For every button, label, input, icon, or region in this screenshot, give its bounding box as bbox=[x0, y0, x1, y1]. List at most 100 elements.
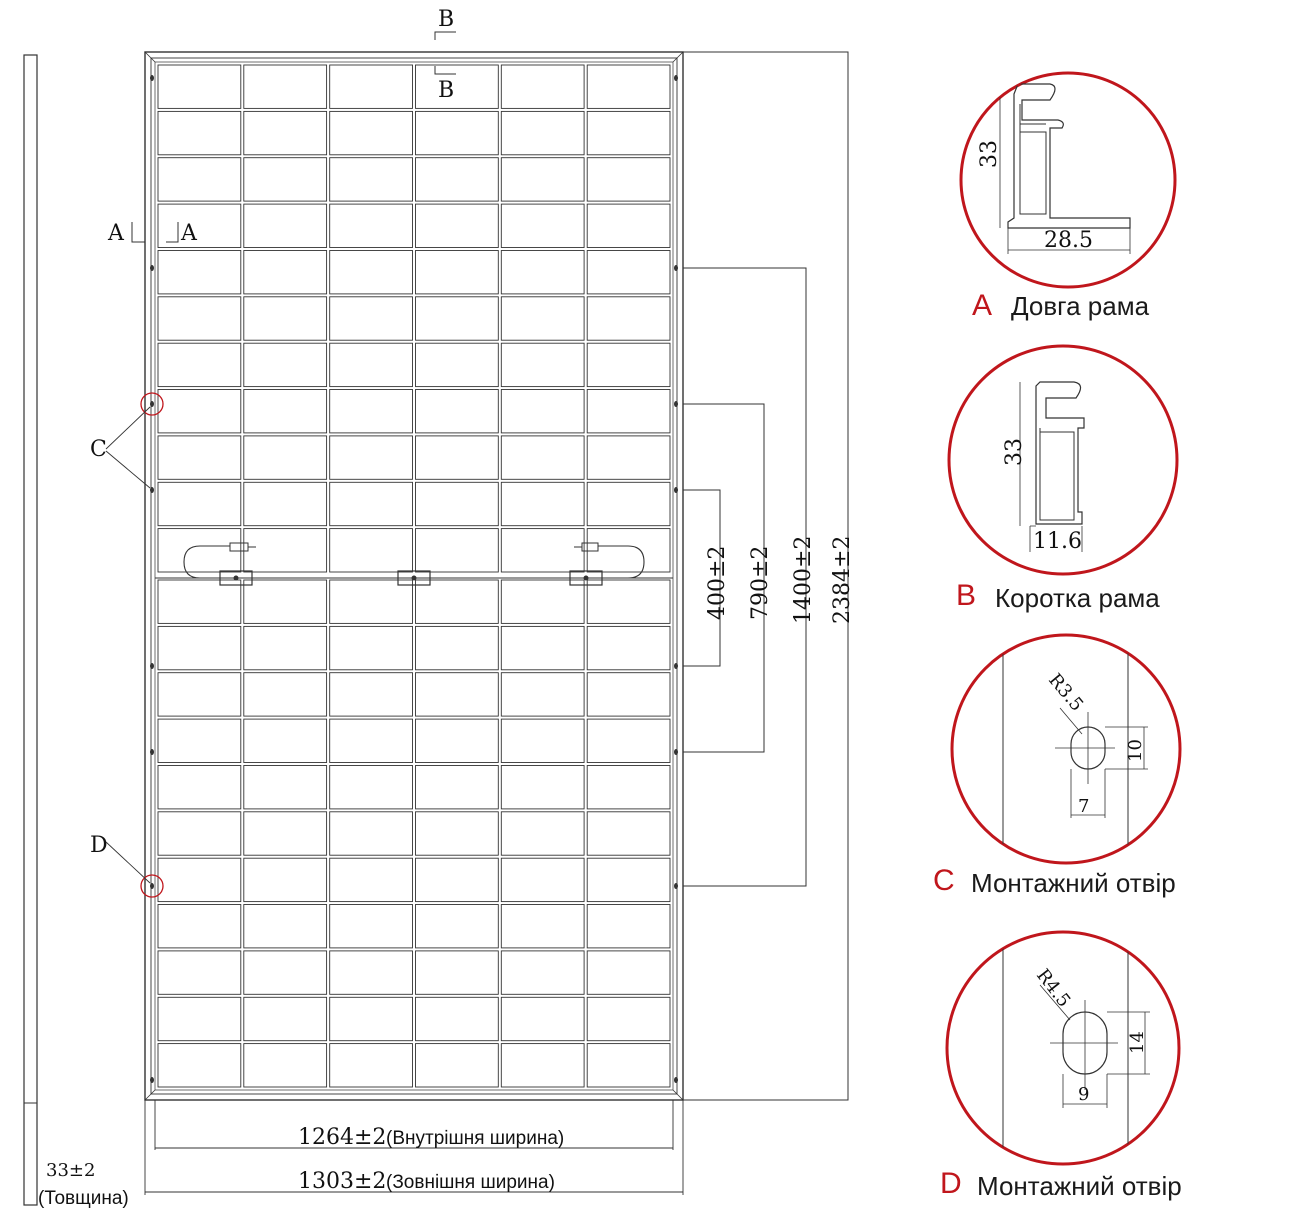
solar-cell bbox=[157, 904, 242, 949]
solar-cell bbox=[500, 342, 585, 388]
mounting-holes bbox=[150, 75, 678, 1083]
solar-cell bbox=[157, 342, 242, 388]
solar-cell bbox=[243, 64, 328, 109]
outer-width-value: 1303±2 bbox=[298, 1169, 386, 1194]
dim-400: 400±2 bbox=[705, 546, 730, 620]
solar-cell bbox=[415, 157, 499, 202]
solar-cell bbox=[586, 203, 671, 248]
solar-cell bbox=[415, 579, 499, 624]
solar-cell bbox=[500, 157, 585, 202]
solar-cell bbox=[586, 389, 671, 434]
detail-d: R4.5 14 9 D Монтажний отвір bbox=[940, 930, 1182, 1201]
solar-cell bbox=[415, 996, 499, 1042]
detail-a-caption: Довга рама bbox=[1011, 291, 1150, 321]
solar-cell bbox=[586, 950, 671, 995]
svg-text:B: B bbox=[438, 7, 454, 32]
solar-cell bbox=[243, 1043, 328, 1088]
frame-hole bbox=[674, 749, 678, 755]
solar-cell bbox=[243, 296, 328, 341]
solar-cell bbox=[586, 672, 671, 717]
section-b-marker: B B bbox=[434, 7, 456, 103]
solar-cell bbox=[586, 811, 671, 856]
frame-hole bbox=[150, 75, 154, 81]
solar-cell bbox=[157, 64, 242, 109]
solar-cell bbox=[500, 203, 585, 248]
svg-text:33: 33 bbox=[1002, 438, 1027, 466]
solar-cell bbox=[243, 765, 328, 810]
detail-a: 33 28.5 A Довга рама bbox=[959, 71, 1177, 322]
frame-hole bbox=[674, 487, 678, 493]
callout-d: D bbox=[90, 833, 151, 884]
solar-cell bbox=[157, 528, 242, 573]
solar-cell bbox=[415, 481, 499, 527]
solar-cell bbox=[243, 250, 328, 295]
solar-cell bbox=[157, 389, 242, 434]
solar-cell bbox=[157, 579, 242, 624]
solar-cell bbox=[243, 481, 328, 527]
solar-cell bbox=[586, 765, 671, 810]
cable-left bbox=[183, 545, 230, 579]
solar-cell bbox=[243, 157, 328, 202]
solar-cell bbox=[157, 157, 242, 202]
solar-cell bbox=[157, 1043, 242, 1088]
side-view bbox=[23, 54, 38, 1206]
detail-c-caption: Монтажний отвір bbox=[971, 868, 1176, 898]
solar-cell bbox=[329, 996, 413, 1042]
solar-cell bbox=[329, 110, 413, 156]
svg-text:11.6: 11.6 bbox=[1033, 529, 1082, 554]
solar-cell bbox=[415, 110, 499, 156]
solar-cell bbox=[329, 765, 413, 810]
solar-cell bbox=[415, 857, 499, 903]
solar-cell bbox=[329, 389, 413, 434]
solar-cell bbox=[500, 250, 585, 295]
solar-cell bbox=[415, 625, 499, 671]
solar-cell bbox=[157, 625, 242, 671]
frame-hole bbox=[674, 663, 678, 669]
solar-cell bbox=[329, 64, 413, 109]
inner-width-label: (Внутрішня ширина) bbox=[386, 1128, 564, 1149]
solar-cell bbox=[157, 435, 242, 480]
solar-cell bbox=[157, 672, 242, 717]
dim-lines-right bbox=[683, 51, 849, 1101]
solar-cell bbox=[157, 996, 242, 1042]
frame-hole bbox=[150, 1077, 154, 1083]
frame-hole bbox=[674, 265, 678, 271]
solar-cell bbox=[329, 481, 413, 527]
frame-hole bbox=[150, 749, 154, 755]
solar-cell bbox=[243, 579, 328, 624]
solar-cell bbox=[586, 296, 671, 341]
thickness-value: 33±2 bbox=[46, 1160, 95, 1181]
solar-cell bbox=[329, 528, 413, 573]
solar-cell bbox=[243, 718, 328, 763]
detail-b-caption: Коротка рама bbox=[995, 583, 1160, 613]
solar-cell bbox=[415, 435, 499, 480]
solar-cell bbox=[415, 904, 499, 949]
callout-c: C bbox=[90, 406, 151, 489]
dim-2384: 2384±2 bbox=[830, 536, 855, 624]
solar-cell bbox=[243, 857, 328, 903]
solar-cell bbox=[157, 110, 242, 156]
frame-hole bbox=[674, 883, 678, 889]
solar-cell bbox=[415, 389, 499, 434]
detail-c: R3.5 10 7 C Монтажний отвір bbox=[933, 633, 1182, 898]
solar-cell bbox=[586, 157, 671, 202]
solar-cell bbox=[157, 481, 242, 527]
solar-cell bbox=[329, 157, 413, 202]
solar-cell bbox=[500, 64, 585, 109]
solar-cell bbox=[243, 528, 328, 573]
solar-cell bbox=[329, 342, 413, 388]
solar-cell bbox=[415, 672, 499, 717]
solar-cell bbox=[157, 718, 242, 763]
solar-cell bbox=[329, 904, 413, 949]
solar-cell bbox=[243, 672, 328, 717]
solar-cell bbox=[586, 904, 671, 949]
solar-cell bbox=[243, 389, 328, 434]
frame-hole bbox=[674, 401, 678, 407]
solar-cell bbox=[586, 1043, 671, 1088]
solar-cell bbox=[500, 857, 585, 903]
solar-cell bbox=[329, 296, 413, 341]
hole-d-highlight bbox=[140, 874, 164, 898]
solar-cell bbox=[500, 718, 585, 763]
svg-text:C: C bbox=[90, 437, 107, 462]
